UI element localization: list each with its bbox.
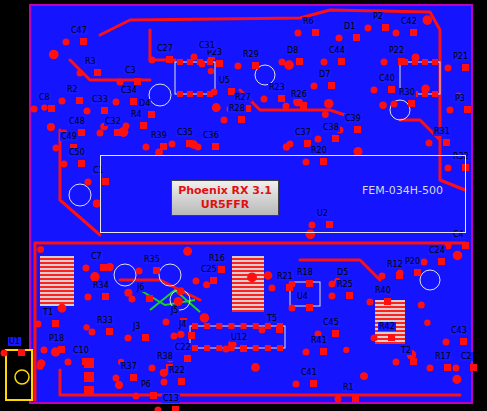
part-designator: R39 (150, 131, 168, 140)
part-designator: J6 (136, 283, 145, 292)
part-designator: C27 (156, 44, 174, 53)
part-designator: U2 (316, 209, 329, 218)
part-designator: R16 (208, 254, 226, 263)
part-designator: R41 (310, 336, 328, 345)
part-designator: R6 (302, 17, 315, 26)
part-designator: D8 (286, 46, 299, 55)
author-callsign: UR5FFR (178, 198, 272, 212)
part-designator: C31 (198, 41, 216, 50)
part-designator: C50 (68, 148, 86, 157)
part-designator: T1 (42, 308, 54, 317)
part-designator: R22 (168, 366, 186, 375)
part-designator: C37 (294, 128, 312, 137)
part-designator: C13 (162, 394, 180, 403)
part-designator: C38 (322, 123, 340, 132)
part-designator: C45 (322, 318, 340, 327)
part-designator: C44 (328, 46, 346, 55)
part-designator: C48 (68, 117, 86, 126)
part-designator: P18 (48, 334, 65, 343)
part-designator: J4 (178, 320, 187, 329)
silkscreen-outlines (69, 62, 440, 348)
part-designator: R23 (268, 83, 286, 92)
part-designator: P20 (404, 257, 421, 266)
part-designator: C41 (300, 368, 318, 377)
part-designator: C1 (92, 166, 105, 175)
part-designator: R32 (452, 152, 470, 161)
part-designator: R27 (234, 93, 252, 102)
module-outline: FEM-034H-500 Phoenix RX 3.1UR5FFR (100, 155, 466, 233)
part-designator: C10 (72, 346, 90, 355)
part-designator: U1 (8, 337, 21, 346)
part-designator: R29 (242, 50, 260, 59)
part-designator: J5 (170, 306, 179, 315)
part-designator: C2 (460, 352, 473, 361)
part-designator: C47 (70, 26, 88, 35)
board-outline (30, 5, 472, 403)
part-designator: C32 (104, 117, 122, 126)
copper-traces (35, 10, 465, 400)
part-designator: R17 (434, 352, 452, 361)
part-designator: D5 (336, 268, 349, 277)
part-designator: R2 (66, 85, 79, 94)
part-designator: P3 (454, 94, 466, 103)
part-designator: C49 (60, 132, 78, 141)
part-designator: C40 (378, 74, 396, 83)
part-designator: T2 (400, 346, 412, 355)
part-designator: R3 (84, 57, 97, 66)
part-designator: C3 (124, 66, 137, 75)
part-designator: C35 (176, 128, 194, 137)
coil-symbols (40, 256, 405, 344)
part-designator: J3 (132, 322, 141, 331)
part-designator: P6 (140, 380, 152, 389)
part-designator: R42 (378, 322, 396, 331)
part-designator: C39 (344, 114, 362, 123)
part-designator: R30 (398, 88, 416, 97)
module-name: FEM-034H-500 (362, 184, 443, 197)
part-designator: R33 (96, 316, 114, 325)
part-designator: T5 (266, 314, 278, 323)
part-designator: D1 (343, 22, 356, 31)
part-designator: P21 (452, 52, 469, 61)
part-designator: R35 (143, 255, 161, 264)
connector-symbol (6, 350, 94, 400)
part-designator: U4 (296, 292, 309, 301)
part-designator: R31 (433, 127, 451, 136)
part-designator: C8 (38, 93, 51, 102)
part-designator: U5 (218, 76, 231, 85)
part-designator: C7 (90, 252, 103, 261)
part-designator: R1 (342, 383, 355, 392)
part-designator: R21 (276, 272, 294, 281)
part-designator: R28 (228, 104, 246, 113)
solder-pads (1, 15, 478, 411)
part-designator: P22 (388, 46, 405, 55)
board-title: Phoenix RX 3.1 (178, 184, 272, 198)
part-designator: C43 (450, 326, 468, 335)
part-designator: C25 (200, 265, 218, 274)
part-designator: P2 (372, 12, 384, 21)
part-designator: C22 (174, 343, 192, 352)
part-designator: C24 (428, 246, 446, 255)
part-designator: R34 (92, 281, 110, 290)
part-designator: R26 (290, 90, 308, 99)
part-designator: D4 (138, 99, 151, 108)
part-designator: C33 (91, 95, 109, 104)
part-designator: C4 (452, 230, 465, 239)
part-designator: R20 (310, 146, 328, 155)
part-designator: C34 (120, 86, 138, 95)
part-designator: R18 (296, 268, 314, 277)
part-designator: R4 (130, 110, 143, 119)
part-designator: U12 (230, 333, 248, 342)
title-plate: Phoenix RX 3.1UR5FFR (171, 180, 279, 216)
part-designator: C42 (400, 17, 418, 26)
part-designator: R25 (336, 280, 354, 289)
part-designator: D7 (318, 70, 331, 79)
part-designator: R12 (386, 260, 404, 269)
part-designator: R37 (120, 362, 138, 371)
part-designator: R40 (374, 286, 392, 295)
part-designator: C36 (202, 131, 220, 140)
part-designator: R38 (156, 352, 174, 361)
